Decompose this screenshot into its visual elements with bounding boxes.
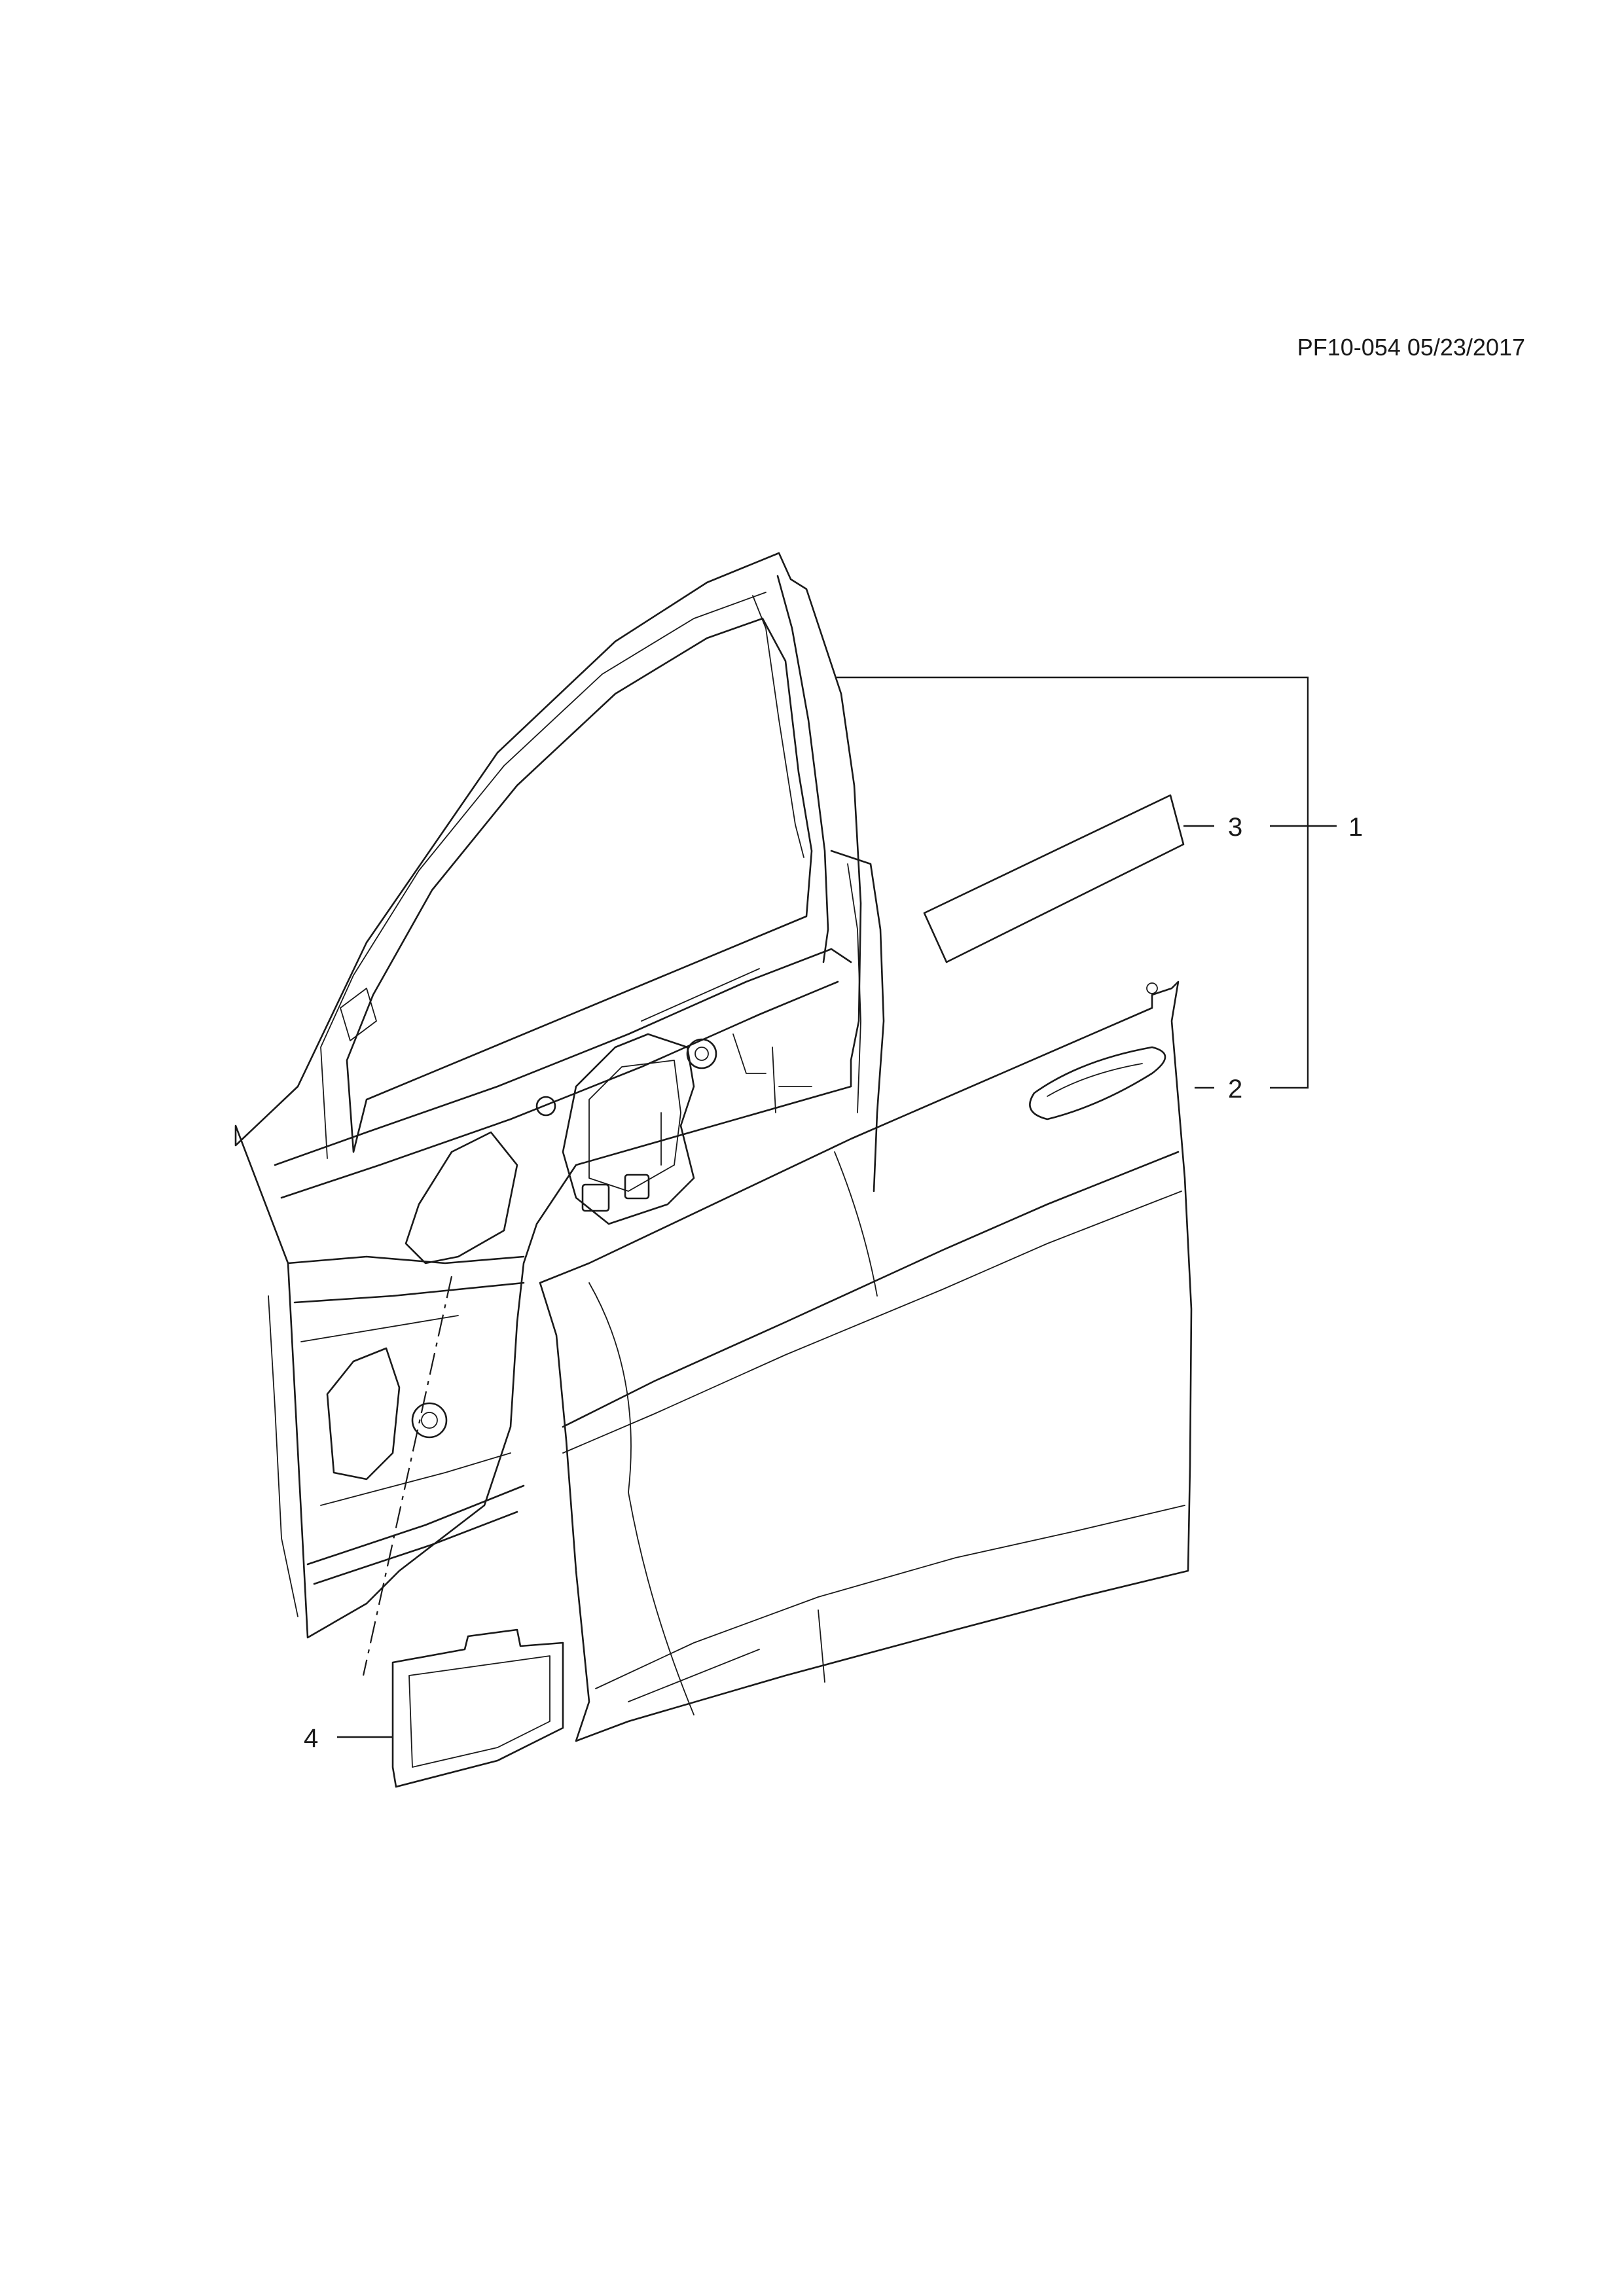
door-frame-illustration (234, 552, 885, 1639)
callout-labels: 1 2 3 4 (304, 813, 1363, 1753)
leader-lines (337, 676, 1337, 1738)
outer-door-panel (539, 980, 1193, 1742)
callout-3: 3 (1228, 813, 1242, 842)
label-decal (923, 794, 1185, 963)
drawing-reference: PF10-054 05/23/2017 (1297, 334, 1525, 361)
access-cover-panel (391, 1628, 564, 1788)
leader-bracket-1 (837, 676, 1309, 1089)
callout-2: 2 (1228, 1075, 1242, 1103)
callout-1: 1 (1348, 813, 1363, 842)
installation-dash-line (362, 1276, 453, 1676)
callout-4: 4 (304, 1724, 318, 1753)
